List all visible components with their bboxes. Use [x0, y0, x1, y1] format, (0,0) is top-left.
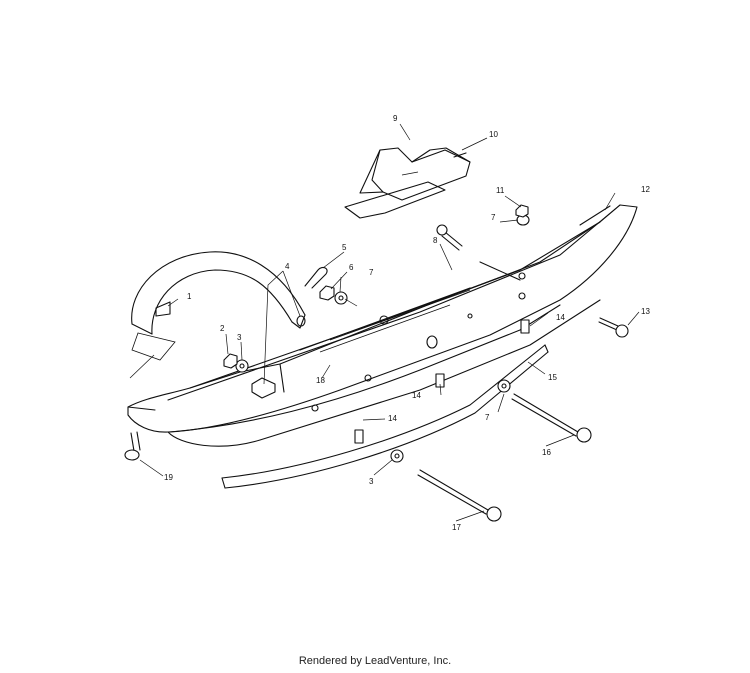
- callout-7c: 7: [485, 413, 490, 422]
- callout-10: 10: [489, 130, 498, 139]
- callout-15: 15: [548, 373, 557, 382]
- ski-saddle: [344, 147, 471, 219]
- wear-bar: [221, 344, 549, 489]
- hardware: [124, 204, 629, 522]
- footer-credit: Rendered by LeadVenture, Inc.: [298, 655, 452, 667]
- callout-5: 5: [342, 243, 347, 252]
- callout-19: 19: [164, 473, 173, 482]
- callout-3a: 3: [237, 333, 242, 342]
- callout-18: 18: [316, 376, 325, 385]
- callout-2: 2: [220, 324, 225, 333]
- callout-7b: 7: [369, 268, 374, 277]
- callout-12: 12: [641, 185, 650, 194]
- callout-11: 11: [496, 186, 505, 195]
- leader-lines: [129, 123, 640, 522]
- parts-diagram: 9 10 11 12 7 8 5 4 6 7 1 13 14 2 3 15 18…: [124, 114, 650, 532]
- callout-4: 4: [285, 262, 290, 271]
- callout-14b: 14: [412, 391, 421, 400]
- callout-3b: 3: [369, 477, 374, 486]
- callout-1: 1: [187, 292, 192, 301]
- callout-14c: 14: [388, 414, 397, 423]
- callout-9: 9: [393, 114, 398, 123]
- callout-7a: 7: [491, 213, 496, 222]
- callout-6: 6: [349, 263, 354, 272]
- callout-labels: 9 10 11 12 7 8 5 4 6 7 1 13 14 2 3 15 18…: [164, 114, 650, 532]
- ski-handle: [131, 251, 306, 361]
- callout-16: 16: [542, 448, 551, 457]
- callout-13: 13: [641, 307, 650, 316]
- ski-body: [127, 204, 638, 447]
- callout-14a: 14: [556, 313, 565, 322]
- callout-17: 17: [452, 523, 461, 532]
- callout-8: 8: [433, 236, 438, 245]
